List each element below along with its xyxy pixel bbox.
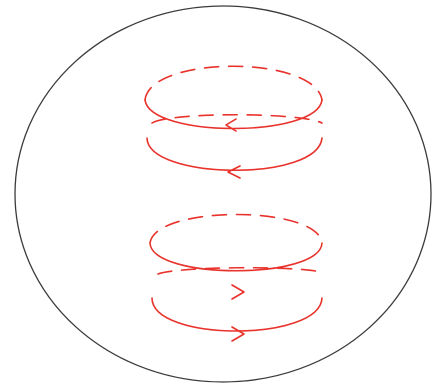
lower-loop-2-front [152,298,322,331]
upper-loop-pair [145,66,322,178]
upper-loop-2-arrow-left-icon [228,166,240,178]
outer-circle [15,6,431,382]
lower-loop-1-front [150,243,322,271]
lower-loop-1-back [150,215,322,244]
lower-loop-2-arrow-right-icon [232,327,244,341]
upper-loop-2-front [147,138,322,170]
lower-loop-1-arrow-right-icon [232,285,244,299]
lower-loop-pair [150,215,322,342]
upper-loop-1-back [145,66,322,100]
